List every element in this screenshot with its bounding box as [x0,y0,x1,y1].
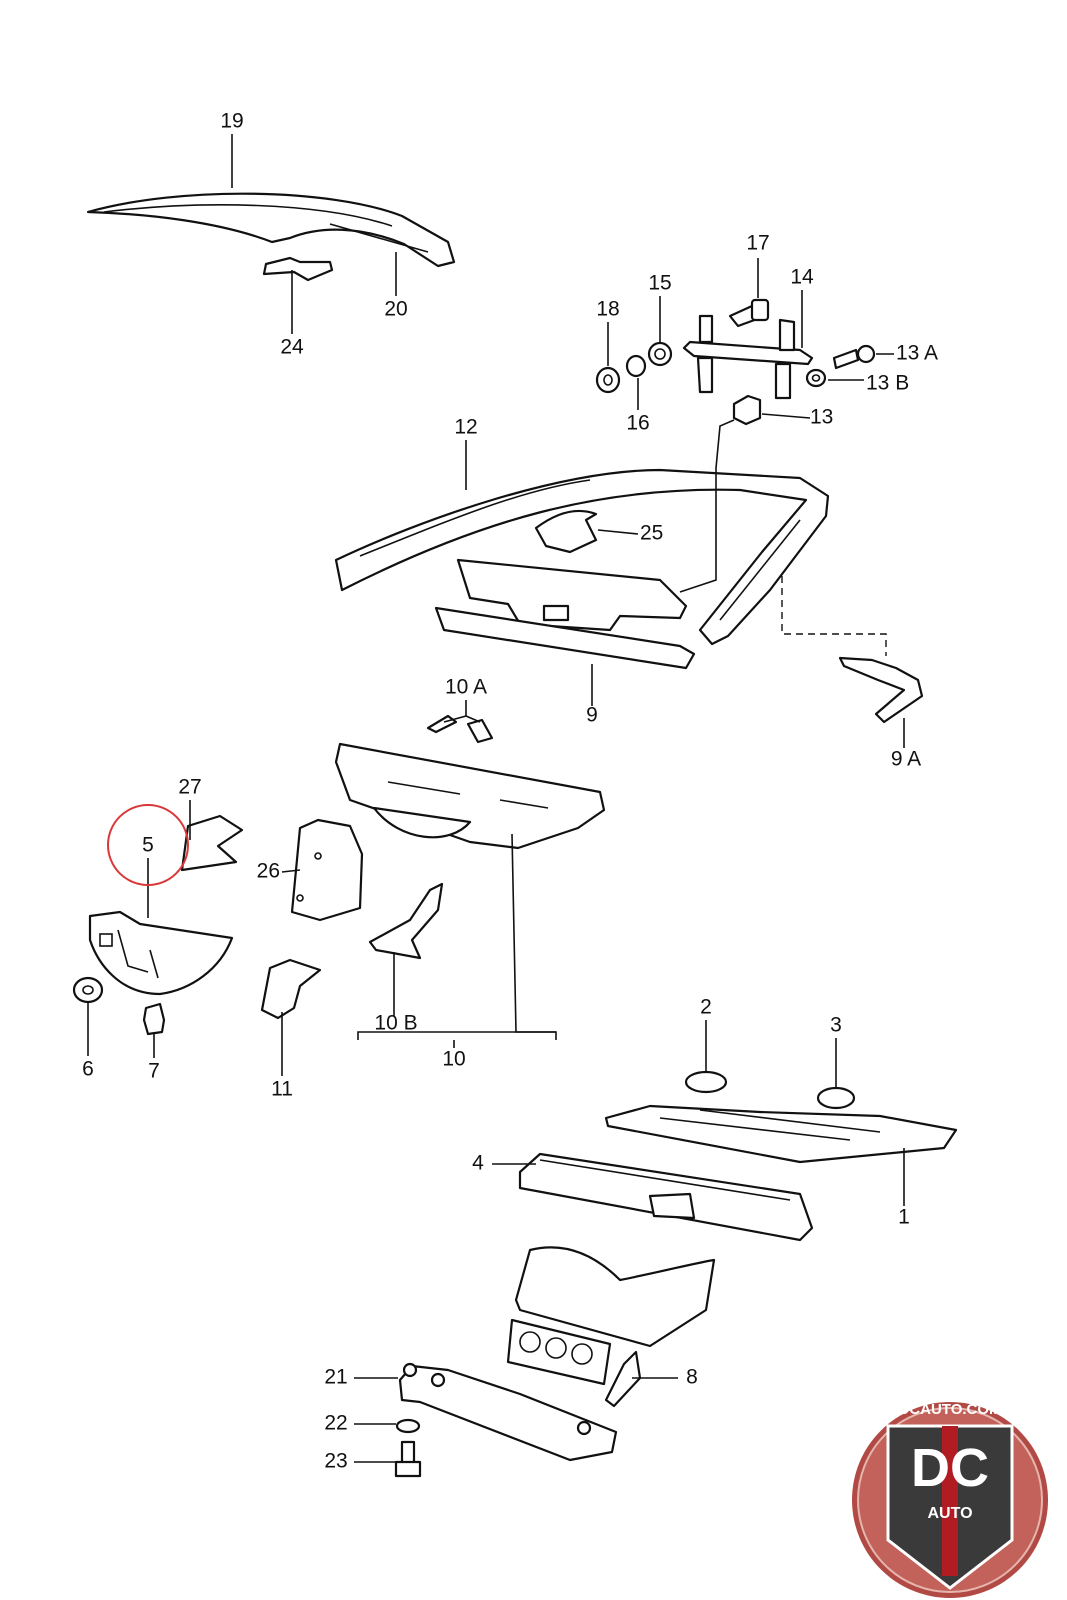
part-22-washer [395,1418,421,1434]
callout-6: 6 [82,1058,94,1081]
callout-labels: 19 20 24 17 14 15 18 16 13 A 13 B 13 12 … [82,110,938,1473]
part-16-washer [625,354,647,378]
part-18-nut [595,366,621,394]
callout-22: 22 [324,1412,347,1435]
part-5-panel [88,910,234,996]
dcauto-logo: DCAUTO.COM DC AUTO [852,1401,1048,1598]
part-27-bracket [180,814,244,872]
callout-16: 16 [626,412,649,435]
part-21-crossbar [398,1362,618,1462]
callout-10: 10 [442,1048,465,1071]
part-26-plate [290,818,364,922]
logo-mark: DC [911,1438,989,1498]
callout-5: 5 [142,834,154,857]
callout-25: 25 [640,522,663,545]
leader-lines [87,134,905,1463]
part-23-bolt [394,1440,422,1478]
part-19-roof-panel [86,192,456,268]
part-13b-washer [805,368,827,388]
callout-8: 8 [686,1366,698,1389]
callout-26: 26 [257,860,280,883]
callout-15: 15 [648,272,671,295]
callout-9a: 9 A [891,748,921,771]
part-1-floor [604,1104,958,1164]
part-13-bushing [732,394,762,426]
part-tunnel [506,1246,716,1386]
callout-10a: 10 A [445,676,487,699]
callout-9: 9 [586,704,598,727]
part-4-crossmember [518,1152,814,1242]
part-12-frame [334,468,830,646]
callout-10b: 10 B [374,1012,417,1035]
callout-7: 7 [148,1060,160,1083]
callout-23: 23 [324,1450,347,1473]
callout-24: 24 [280,336,304,359]
callout-18: 18 [596,298,619,321]
part-3-plug [816,1086,856,1110]
part-15-nut [647,341,673,367]
callout-3: 3 [830,1014,842,1037]
part-11-bracket [260,958,322,1020]
callout-12: 12 [454,416,477,439]
callout-13: 13 [810,406,833,429]
callout-13b: 13 B [866,372,909,395]
callout-27: 27 [178,776,201,799]
highlight-circle-part-5 [107,804,189,886]
callout-13a: 13 A [896,342,938,365]
part-24-bracket [262,256,334,282]
callout-14: 14 [790,266,814,289]
callout-1: 1 [898,1206,910,1229]
part-13a-screw [832,344,876,370]
part-10-panel [334,742,606,850]
callout-19: 19 [220,110,243,133]
part-9a-bracket [838,656,924,724]
callout-2: 2 [700,996,712,1019]
part-17-bolt [728,298,770,328]
part-7-plug [142,1002,166,1036]
part-10b-support [368,882,444,960]
part-2-plug [684,1070,728,1094]
callout-20: 20 [384,298,407,321]
callout-4: 4 [472,1152,484,1175]
part-14-hinge-plate [682,314,814,400]
part-6-grommet [72,976,104,1004]
callout-11: 11 [271,1078,293,1101]
part-9-crossmember [434,558,696,670]
logo-sub: AUTO [927,1505,972,1522]
part-10a-clips [426,714,494,744]
part-8-bracket [604,1350,642,1408]
callout-17: 17 [746,232,769,255]
callout-21: 21 [324,1366,347,1389]
logo-url-text: DCAUTO.COM [898,1401,1001,1418]
